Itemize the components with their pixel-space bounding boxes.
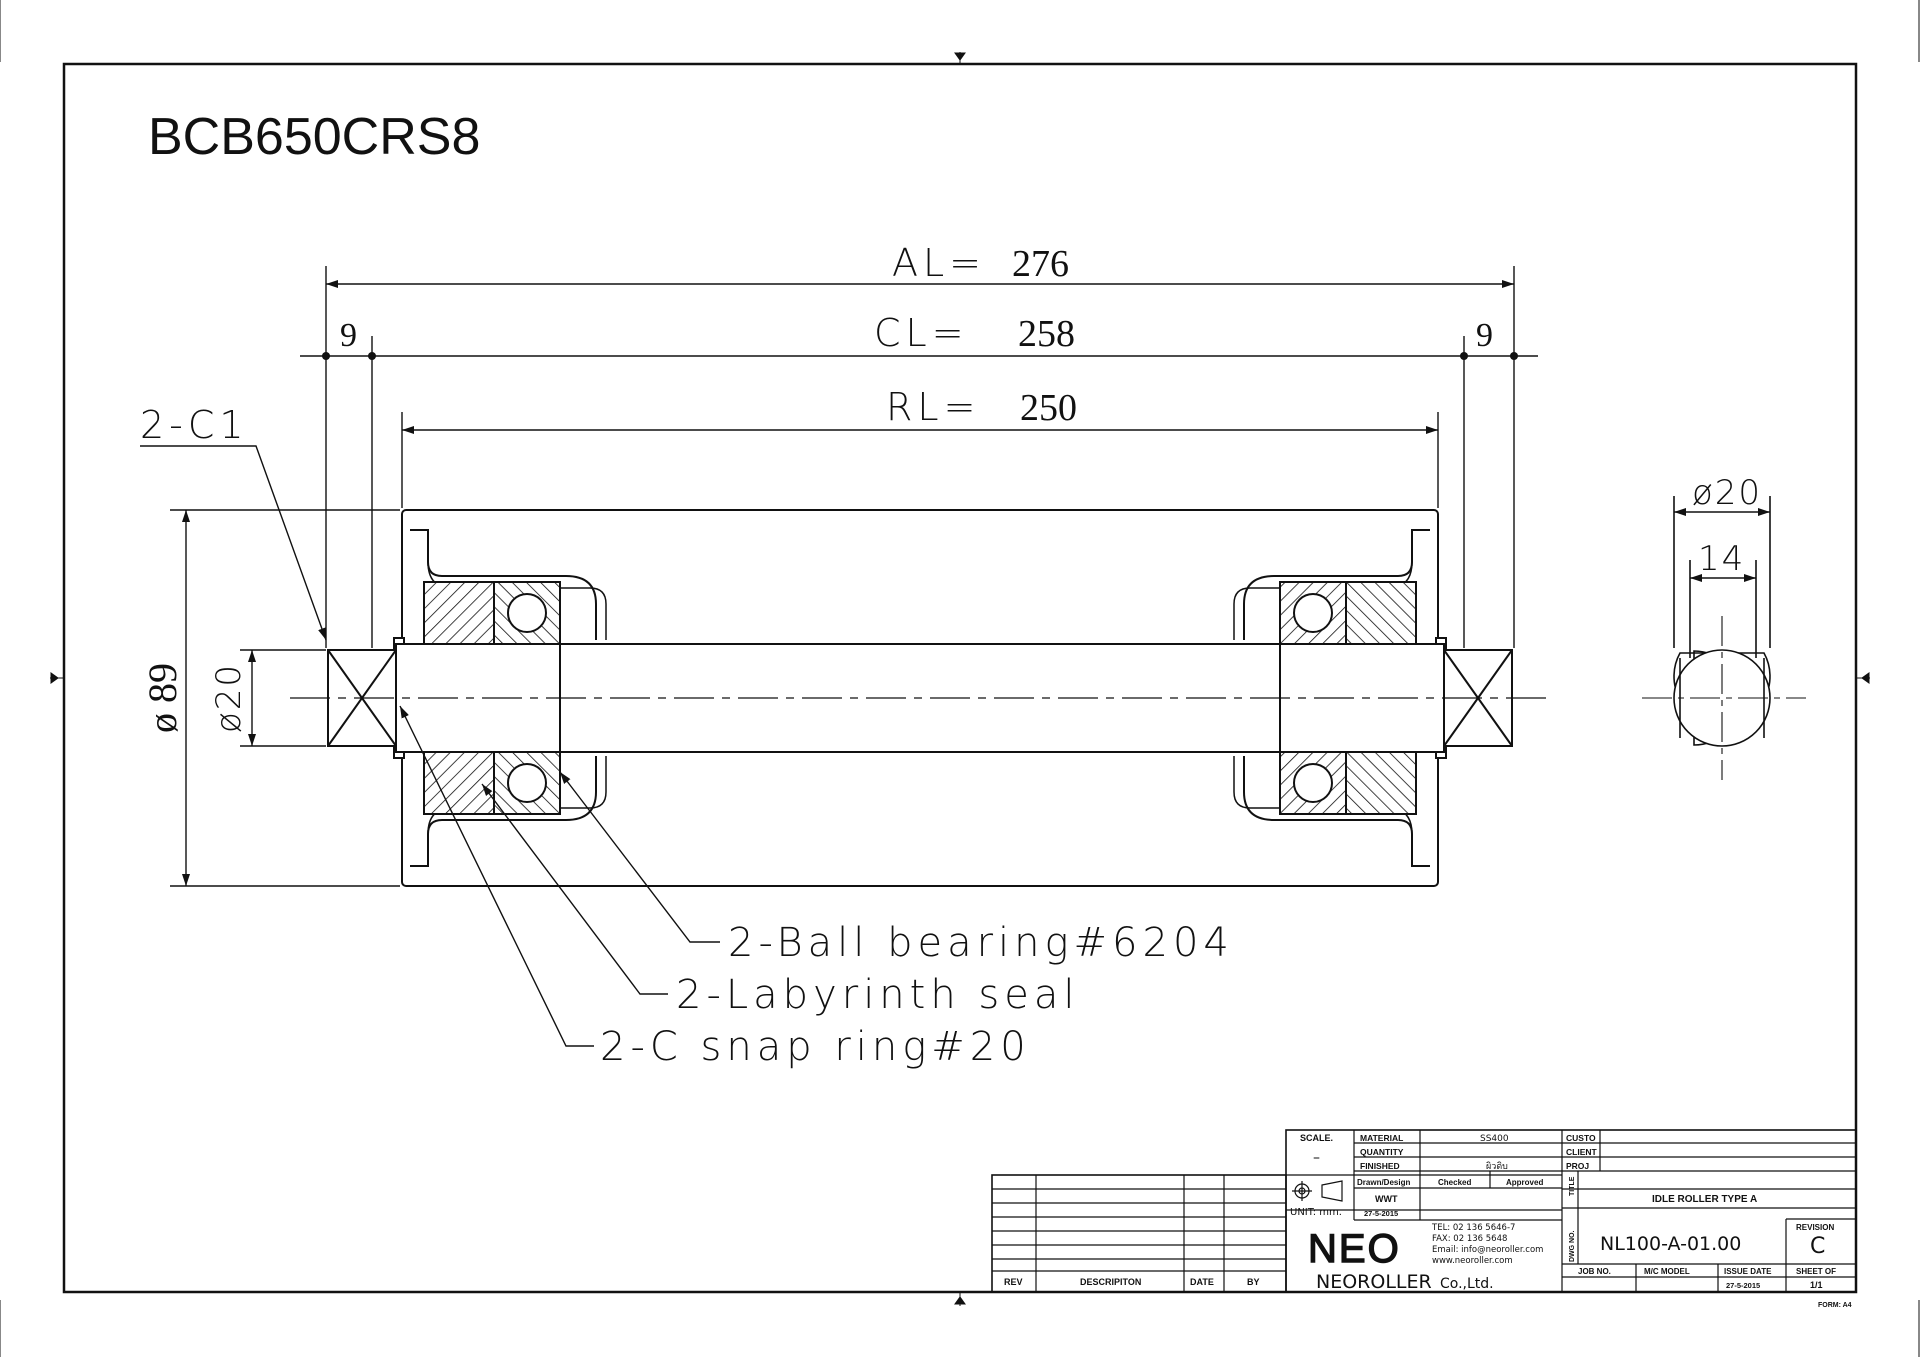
scale-value: – — [1313, 1150, 1320, 1166]
labyrinth-seal-right-top — [1345, 581, 1417, 645]
roller-assembly — [290, 509, 1550, 887]
revision-label: REVISION — [1796, 1223, 1834, 1232]
dwg-no-label: DWG NO. — [1569, 1230, 1576, 1262]
job-no-label: JOB NO. — [1578, 1267, 1611, 1276]
material-label: MATERIAL — [1360, 1133, 1403, 1143]
part-code-title: BCB650CRS8 — [148, 108, 480, 166]
company-name: NEOROLLER — [1316, 1271, 1432, 1293]
revision-value: C — [1810, 1234, 1825, 1259]
company-tel: TEL: 02 136 5646-7 — [1431, 1223, 1515, 1233]
labyrinth-seal-left-top — [423, 581, 495, 645]
finished-label: FINISHED — [1360, 1161, 1400, 1171]
mc-model-label: M/C MODEL — [1644, 1267, 1690, 1276]
rev-header: REV — [1004, 1277, 1023, 1287]
flat-width: 14 — [1698, 539, 1745, 579]
company-website: www.neoroller.com — [1432, 1256, 1513, 1266]
sheet-label: SHEET OF — [1796, 1267, 1836, 1276]
company-logo: NEO — [1308, 1227, 1401, 1271]
title-label: TITLE — [1569, 1176, 1576, 1196]
ball-bearing-callout: 2-Ball bearing#6204 — [728, 920, 1234, 966]
approved-label: Approved — [1506, 1178, 1543, 1187]
company-email: Email: info@neoroller.com — [1432, 1245, 1543, 1255]
proj-label: PROJ — [1566, 1161, 1589, 1171]
checked-label: Checked — [1438, 1178, 1471, 1187]
company-fax: FAX: 02 136 5648 — [1432, 1234, 1507, 1244]
company-suffix: Co.,Ltd. — [1440, 1276, 1494, 1292]
al-label: AL= — [892, 241, 986, 285]
description-header: DESCRIPITON — [1080, 1277, 1141, 1287]
dimension-points — [322, 352, 1518, 360]
client-label: CLIENT — [1566, 1147, 1598, 1157]
labyrinth-seal-right-bottom — [1345, 751, 1417, 815]
issue-date-label: ISSUE DATE — [1724, 1267, 1772, 1276]
form-label: FORM: A4 — [1818, 1302, 1852, 1309]
rl-label: RL= — [886, 385, 980, 429]
issue-date-value: 27-5-2015 — [1726, 1281, 1760, 1290]
title-value: IDLE ROLLER TYPE A — [1652, 1194, 1757, 1205]
shaft-diameter: ø20 — [209, 663, 249, 733]
finished-value: ผิวดิบ — [1486, 1161, 1508, 1172]
custo-label: CUSTO — [1566, 1133, 1596, 1143]
labyrinth-seal-callout: 2-Labyrinth seal — [676, 972, 1079, 1018]
scale-label: SCALE. — [1300, 1133, 1333, 1143]
sheet-value: 1/1 — [1810, 1280, 1823, 1290]
drawn-design-label: Drawn/Design — [1357, 1178, 1410, 1187]
unit-label: UNIT: mm. — [1290, 1207, 1342, 1218]
end-length-right: 9 — [1476, 317, 1493, 354]
cl-label: CL= — [874, 311, 969, 355]
chamfer-callout: 2-C1 — [140, 403, 249, 447]
projection-symbol-icon — [1292, 1180, 1343, 1202]
dwg-no-value: NL100-A-01.00 — [1600, 1233, 1741, 1255]
material-value: SS400 — [1480, 1134, 1509, 1144]
outer-diameter: ø 89 — [140, 663, 185, 733]
drawn-by-value: WWT — [1375, 1194, 1398, 1204]
end-length-left: 9 — [340, 317, 357, 354]
centering-marks — [50, 52, 1870, 1306]
al-value: 276 — [1012, 243, 1069, 285]
cl-value: 258 — [1018, 313, 1075, 355]
end-view-diameter: ø20 — [1692, 473, 1762, 513]
snap-ring-callout: 2-C snap ring#20 — [600, 1024, 1031, 1070]
labyrinth-seal-left-bottom — [423, 751, 495, 815]
date-header: DATE — [1190, 1277, 1214, 1287]
shaft-end-view — [1642, 496, 1806, 780]
quantity-label: QUANTITY — [1360, 1147, 1404, 1157]
title-block-grid — [1285, 1129, 1857, 1293]
dimension-lines — [140, 266, 1538, 1047]
by-header: BY — [1247, 1277, 1260, 1287]
drawn-date-value: 27-5-2015 — [1364, 1209, 1398, 1218]
rl-value: 250 — [1020, 387, 1077, 429]
revision-table — [991, 1174, 1287, 1293]
